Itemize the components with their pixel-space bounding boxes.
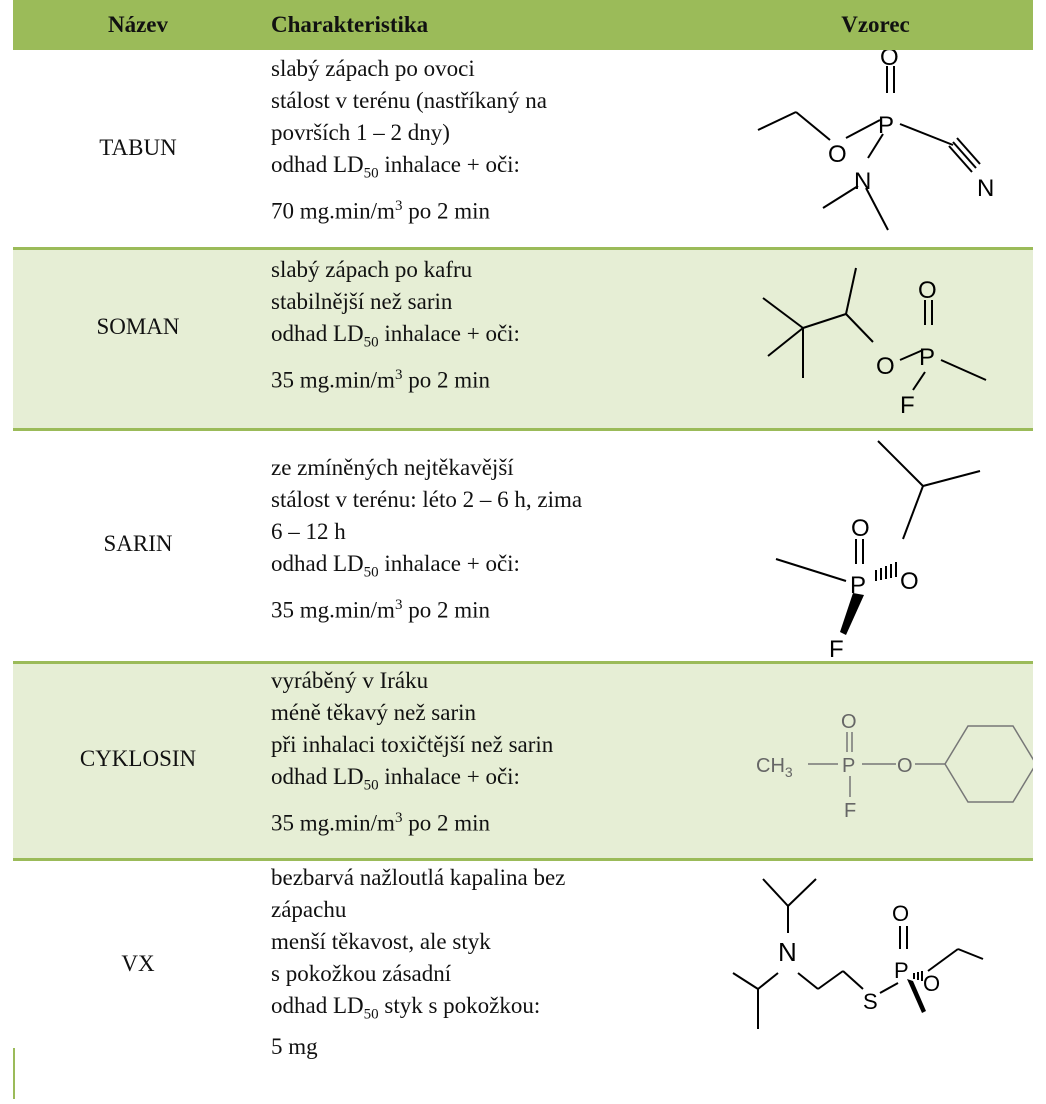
atom-label: F <box>900 392 915 419</box>
table-row-sarin: SARIN ze zmíněných nejtěkavější stálost … <box>13 431 1033 663</box>
agent-name: SOMAN <box>96 314 180 339</box>
desc-line: 70 mg.min/m3 po 2 min <box>271 197 490 224</box>
structural-formula-tabun: O P O N N <box>718 44 1033 247</box>
atom-label: P <box>894 958 909 983</box>
desc-line: 6 – 12 h <box>271 519 346 544</box>
atom-label: P <box>850 572 866 599</box>
structural-formula-cyklosin: O CH3 P O F <box>718 664 1037 858</box>
desc-line: odhad LD50 inhalace + oči: <box>271 551 520 581</box>
atom-label: O <box>828 141 847 168</box>
desc-line: bezbarvá nažloutlá kapalina bez <box>271 865 566 890</box>
structural-formula-vx: O N S P O <box>718 861 1033 1099</box>
atom-label: O <box>892 901 909 926</box>
desc-line: odhad LD50 inhalace + oči: <box>271 321 520 351</box>
desc-line: menší těkavost, ale styk <box>271 929 491 954</box>
desc-line: odhad LD50 styk s pokožkou: <box>271 993 541 1023</box>
table-row-soman: SOMAN slabý zápach po kafru stabilnější … <box>13 250 1033 428</box>
row-separator <box>13 858 1033 861</box>
desc-line: stálost v terénu (nastříkaný na <box>271 88 547 113</box>
row-separator <box>13 661 1033 664</box>
agent-description: slabý zápach po ovoci stálost v terénu (… <box>271 53 711 227</box>
desc-line: stálost v terénu: léto 2 – 6 h, zima <box>271 487 583 512</box>
header-formula: Vzorec <box>841 12 910 37</box>
desc-line: ze zmíněných nejtěkavější <box>271 455 514 480</box>
agent-description: ze zmíněných nejtěkavější stálost v teré… <box>271 452 711 626</box>
atom-label: N <box>778 937 797 967</box>
atom-label: N <box>854 168 871 195</box>
desc-line: površích 1 – 2 dny) <box>271 120 450 145</box>
header-name: Název <box>107 12 169 37</box>
desc-line: zápachu <box>271 897 347 922</box>
atom-label: O <box>900 568 919 595</box>
atom-label: P <box>878 112 894 139</box>
row-separator <box>13 247 1033 250</box>
desc-line: s pokožkou zásadní <box>271 961 452 986</box>
agent-name: VX <box>121 951 155 976</box>
desc-line: odhad LD50 inhalace + oči: <box>271 764 520 794</box>
desc-line: 5 mg <box>271 1033 318 1059</box>
structural-formula-soman: O P O F <box>718 250 1033 428</box>
desc-line: slabý zápach po kafru <box>271 257 473 282</box>
agent-name: SARIN <box>103 531 173 556</box>
desc-line: odhad LD50 inhalace + oči: <box>271 152 520 182</box>
atom-label: O <box>897 755 913 777</box>
atom-label: O <box>841 711 857 733</box>
atom-label: O <box>923 971 940 996</box>
header-characteristics: Charakteristika <box>271 12 429 37</box>
atom-label: O <box>851 515 870 542</box>
atom-label: F <box>829 636 844 661</box>
agent-description: slabý zápach po kafru stabilnější než sa… <box>271 254 711 396</box>
atom-label: N <box>977 175 994 202</box>
desc-line: stabilnější než sarin <box>271 289 453 314</box>
atom-label: F <box>844 800 856 822</box>
atom-label: P <box>842 755 855 777</box>
atom-label: S <box>863 989 878 1014</box>
table-row-vx: VX bezbarvá nažloutlá kapalina bez zápac… <box>13 861 1033 1099</box>
desc-line: 35 mg.min/m3 po 2 min <box>271 596 490 623</box>
row-separator <box>13 428 1033 431</box>
table-left-border <box>13 1048 15 1099</box>
desc-line: méně těkavý než sarin <box>271 700 476 725</box>
desc-line: 35 mg.min/m3 po 2 min <box>271 366 490 393</box>
atom-label: O <box>918 277 937 304</box>
table-row-cyklosin: CYKLOSIN vyráběný v Iráku méně těkavý ne… <box>13 664 1037 858</box>
atom-label: O <box>876 353 895 380</box>
atom-label: CH3 <box>756 755 793 780</box>
agent-description: bezbarvá nažloutlá kapalina bez zápachu … <box>271 862 711 1063</box>
desc-line: vyráběný v Iráku <box>271 668 429 693</box>
desc-line: 35 mg.min/m3 po 2 min <box>271 809 490 836</box>
desc-line: při inhalaci toxičtější než sarin <box>271 732 554 757</box>
agent-name: CYKLOSIN <box>79 746 197 771</box>
structural-formula-sarin: O P O F <box>718 431 1033 663</box>
desc-line: slabý zápach po ovoci <box>271 56 475 81</box>
agent-name: TABUN <box>99 135 177 160</box>
agent-description: vyráběný v Iráku méně těkavý než sarin p… <box>271 665 711 839</box>
table-row-tabun: TABUN slabý zápach po ovoci stálost v te… <box>13 44 1033 247</box>
atom-label: O <box>880 50 899 71</box>
atom-label: P <box>919 344 935 371</box>
table-header: Název Charakteristika Vzorec <box>13 0 1033 50</box>
